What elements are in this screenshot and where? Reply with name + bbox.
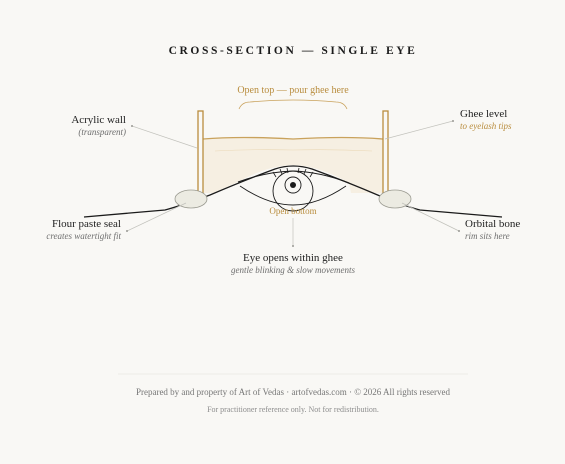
right-acrylic-wall bbox=[382, 110, 389, 196]
eye-sub: gentle blinking & slow movements bbox=[231, 265, 355, 275]
footer-copyright: Prepared by and property of Art of Vedas… bbox=[136, 387, 451, 397]
ghee-level-line bbox=[202, 136, 384, 140]
lower-eyelid bbox=[239, 185, 347, 206]
ghee-ripple bbox=[214, 149, 373, 152]
leader-lines bbox=[126, 120, 460, 246]
left-flour-seal bbox=[174, 189, 208, 209]
ghee-level-sub: to eyelash tips bbox=[460, 121, 512, 131]
eye-label: Eye opens within ghee bbox=[243, 252, 343, 264]
open-bottom-label: Open bottom bbox=[269, 206, 316, 216]
acrylic-wall-sub: (transparent) bbox=[78, 127, 126, 137]
iris bbox=[284, 176, 302, 194]
left-acrylic-wall bbox=[197, 110, 204, 196]
flour-seal-label: Flour paste seal bbox=[52, 218, 121, 230]
ghee-level-label: Ghee level bbox=[460, 108, 507, 120]
orbital-bone-sub: rim sits here bbox=[465, 231, 510, 241]
eyeball bbox=[272, 170, 314, 212]
pupil bbox=[290, 182, 296, 188]
footer-note: For practitioner reference only. Not for… bbox=[207, 405, 379, 414]
ghee-fill bbox=[203, 137, 383, 193]
diagram-title: CROSS-SECTION — SINGLE EYE bbox=[169, 45, 418, 57]
open-top-bracket bbox=[238, 99, 348, 110]
flour-seal-sub: creates watertight fit bbox=[46, 231, 121, 241]
eyelashes bbox=[272, 167, 314, 178]
leader-dots bbox=[126, 120, 460, 247]
open-top-label: Open top — pour ghee here bbox=[237, 85, 349, 96]
orbital-bone-label: Orbital bone bbox=[465, 218, 520, 230]
acrylic-wall-label: Acrylic wall bbox=[71, 114, 126, 126]
